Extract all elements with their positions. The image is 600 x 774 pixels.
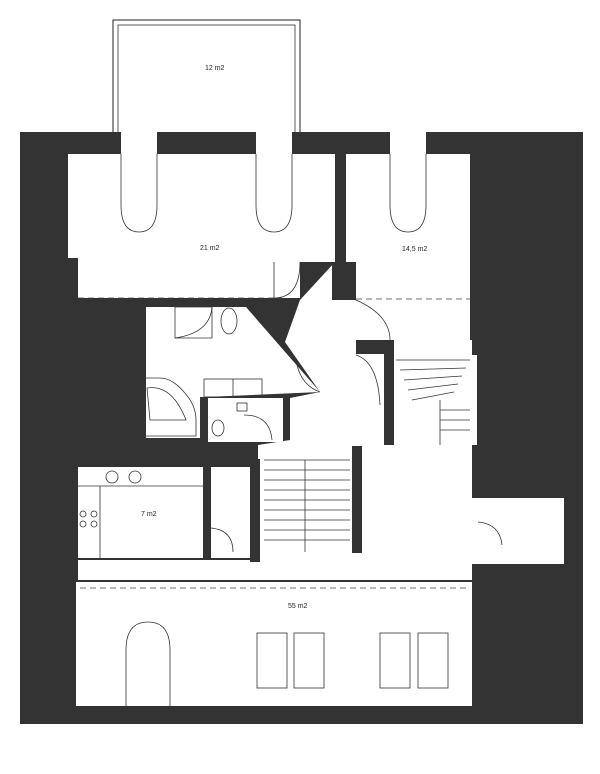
stairs-lower — [260, 452, 352, 553]
balcony — [112, 19, 301, 136]
kitchen — [76, 466, 250, 558]
room-21 — [68, 154, 335, 299]
living-area-label: 55 m2 — [288, 603, 308, 610]
kitchen-area-label: 7 m2 — [141, 511, 157, 518]
room-21-area-label: 21 m2 — [200, 245, 220, 252]
interior-walls — [68, 154, 480, 581]
wc — [206, 398, 283, 442]
side-window — [472, 498, 564, 564]
door-swings — [243, 261, 391, 441]
top-windows — [121, 132, 426, 154]
living-room — [76, 582, 472, 706]
balcony-area-label: 12 m2 — [205, 65, 225, 72]
room-14-5 — [346, 154, 472, 300]
room-14-5-area-label: 14,5 m2 — [402, 246, 427, 253]
stairs-upper — [392, 355, 477, 445]
bathroom — [139, 306, 320, 438]
